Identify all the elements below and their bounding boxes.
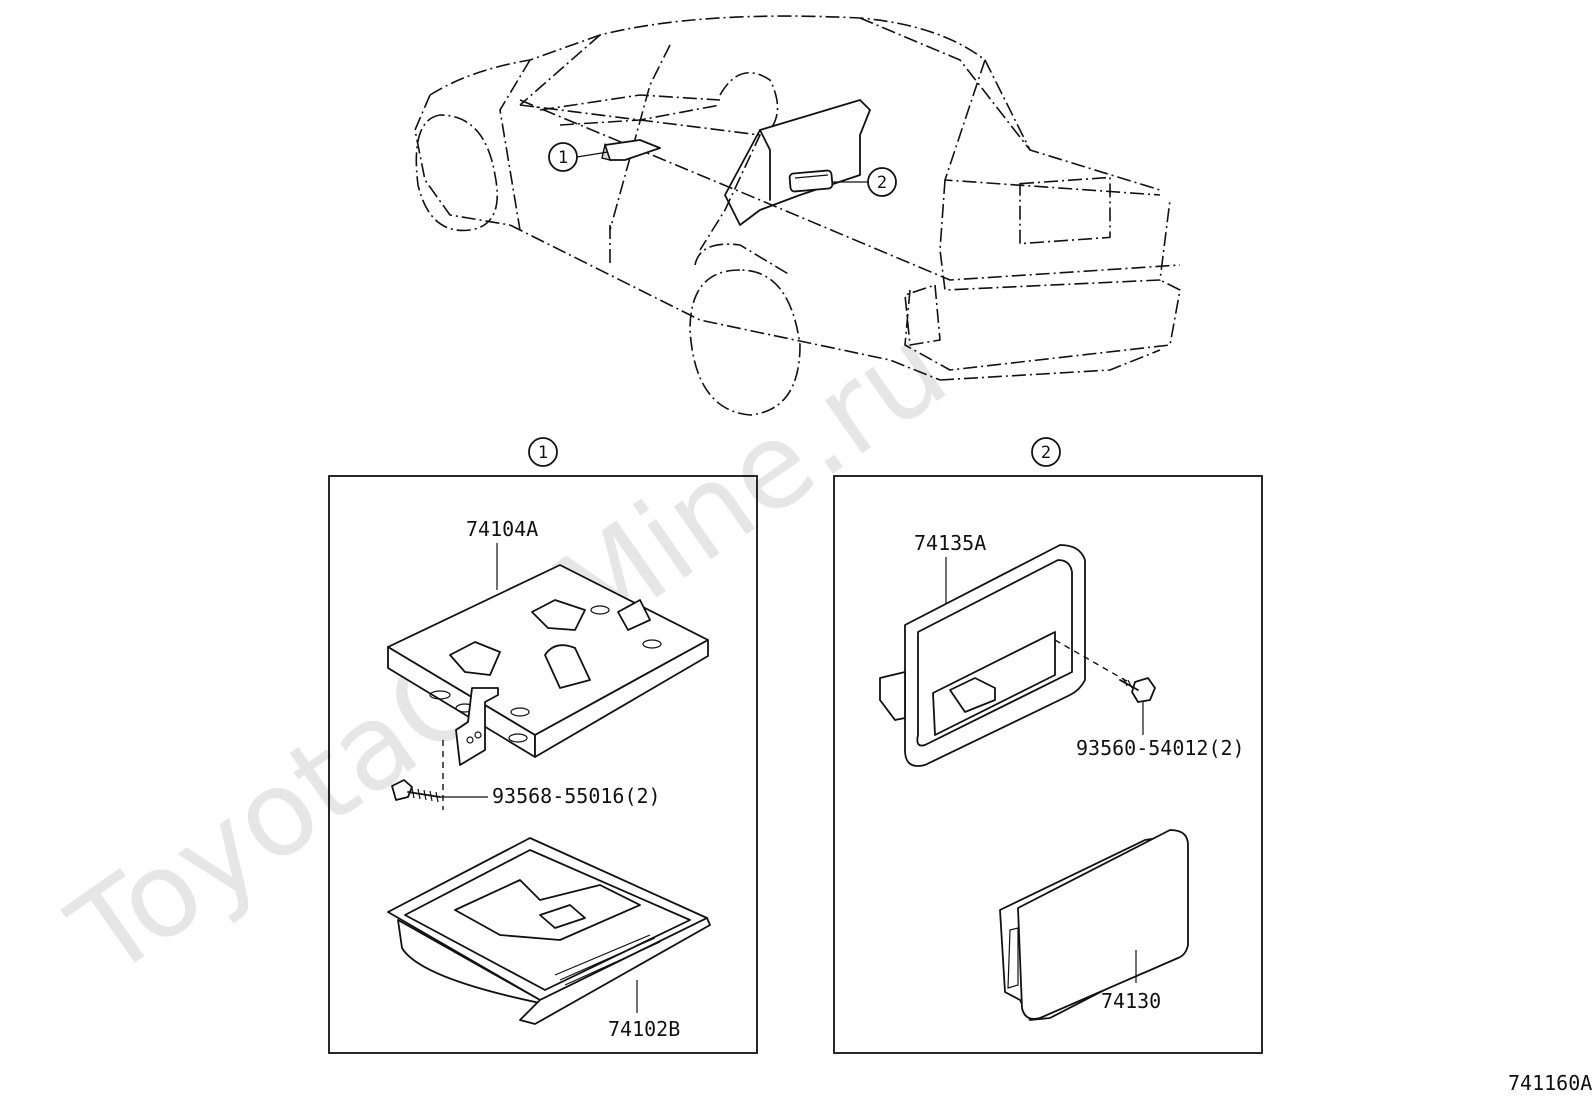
panel-2-frame [833, 475, 1263, 1054]
ashtray-housing-part [879, 544, 1086, 767]
part-label-74130: 74130 [1101, 989, 1161, 1013]
ashtray-drawer-part [387, 837, 711, 1025]
panel-2-number: 2 [1041, 443, 1051, 463]
screw-93560-54012 [1119, 677, 1156, 703]
svg-text:2: 2 [877, 173, 887, 193]
panel-1-number: 1 [538, 443, 548, 463]
part-label-74135A: 74135A [914, 531, 986, 555]
panel-1-front-ashtray: 1 74104A [328, 437, 758, 1054]
panel-2-rear-ashtray: 2 74135A 93560-54012(2) 74130 [833, 437, 1263, 1054]
part-label-93560-54012: 93560-54012(2) [1076, 736, 1245, 760]
screw-93568-55016 [391, 779, 441, 803]
ashtray-part [999, 829, 1189, 1021]
callout-1-car: 1 [548, 142, 609, 172]
part-label-93568-55016: 93568-55016(2) [492, 784, 661, 808]
svg-text:1: 1 [558, 148, 568, 168]
callout-2-car: 2 [832, 167, 897, 197]
part-label-74102B: 74102B [608, 1017, 680, 1041]
part-label-74104A: 74104A [466, 517, 538, 541]
diagram-id-label: 741160A [1508, 1071, 1592, 1095]
ashtray-bracket-part [387, 564, 709, 766]
panel-1-frame [328, 475, 758, 1054]
car-overview-illustration [414, 15, 1181, 416]
